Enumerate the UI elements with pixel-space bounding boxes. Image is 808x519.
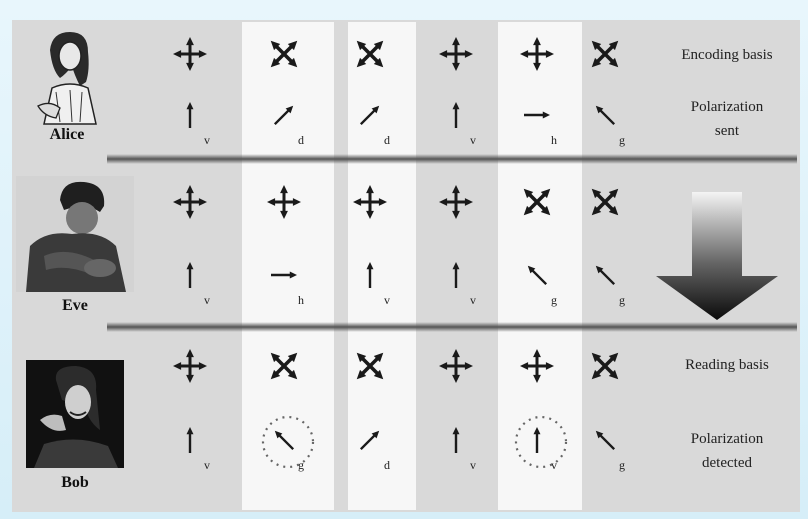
- alice-polarization-5-icon: [524, 112, 550, 119]
- eve-polarization-6-letter: g: [619, 293, 625, 308]
- eve-polarization-3-letter: v: [384, 293, 390, 308]
- eve-basis-6-icon: [592, 189, 619, 216]
- alice-basis-1-icon: [173, 37, 207, 71]
- eve-polarization-2-letter: h: [298, 293, 304, 308]
- alice-polarization-4-letter: v: [470, 133, 476, 148]
- bob-basis-1-icon: [173, 349, 207, 383]
- eve-basis-1-icon: [173, 185, 207, 219]
- eve-polarization-1-letter: v: [204, 293, 210, 308]
- alice-basis-5-icon: [520, 37, 554, 71]
- bob-polarization-6-letter: g: [619, 458, 625, 473]
- bob-random-circle-5-icon: [516, 417, 566, 467]
- alice-polarization-2-icon: [275, 106, 293, 124]
- alice-polarization-1-letter: v: [204, 133, 210, 148]
- bob-polarization-3-icon: [361, 431, 379, 449]
- alice-polarization-4-icon: [453, 102, 460, 128]
- bob-polarization-6-icon: [596, 431, 614, 449]
- eve-basis-4-icon: [439, 185, 473, 219]
- alice-basis-2-icon: [271, 41, 298, 68]
- diagram-panel: Alice Eve Bob Encoding basis Polarizatio…: [12, 20, 800, 512]
- bob-polarization-4-icon: [453, 427, 460, 453]
- bob-polarization-1-icon: [187, 427, 194, 453]
- bob-polarization-2-letter: g: [298, 458, 304, 473]
- alice-polarization-2-letter: d: [298, 133, 304, 148]
- bob-polarization-1-letter: v: [204, 458, 210, 473]
- alice-polarization-3-icon: [361, 106, 379, 124]
- eve-polarization-3-icon: [367, 262, 374, 288]
- eve-polarization-5-icon: [528, 266, 546, 284]
- eve-polarization-4-letter: v: [470, 293, 476, 308]
- alice-polarization-1-icon: [187, 102, 194, 128]
- eve-polarization-2-icon: [271, 272, 297, 279]
- eve-basis-3-icon: [353, 185, 387, 219]
- alice-basis-4-icon: [439, 37, 473, 71]
- eve-polarization-1-icon: [187, 262, 194, 288]
- bob-polarization-5-letter: v: [551, 458, 557, 473]
- bob-basis-6-icon: [592, 353, 619, 380]
- alice-basis-3-icon: [357, 41, 384, 68]
- eve-polarization-4-icon: [453, 262, 460, 288]
- bob-polarization-2-icon: [275, 431, 293, 449]
- polarization-symbols: [12, 20, 800, 512]
- bob-polarization-4-letter: v: [470, 458, 476, 473]
- alice-polarization-5-letter: h: [551, 133, 557, 148]
- eve-basis-5-icon: [524, 189, 551, 216]
- eve-polarization-5-letter: g: [551, 293, 557, 308]
- alice-basis-6-icon: [592, 41, 619, 68]
- bob-basis-2-icon: [271, 353, 298, 380]
- alice-polarization-3-letter: d: [384, 133, 390, 148]
- eve-polarization-6-icon: [596, 266, 614, 284]
- bob-basis-3-icon: [357, 353, 384, 380]
- alice-polarization-6-letter: g: [619, 133, 625, 148]
- bob-basis-5-icon: [520, 349, 554, 383]
- bob-polarization-5-icon: [534, 427, 541, 453]
- bob-basis-4-icon: [439, 349, 473, 383]
- alice-polarization-6-icon: [596, 106, 614, 124]
- bob-random-circle-2-icon: [263, 417, 313, 467]
- bob-polarization-3-letter: d: [384, 458, 390, 473]
- eve-basis-2-icon: [267, 185, 301, 219]
